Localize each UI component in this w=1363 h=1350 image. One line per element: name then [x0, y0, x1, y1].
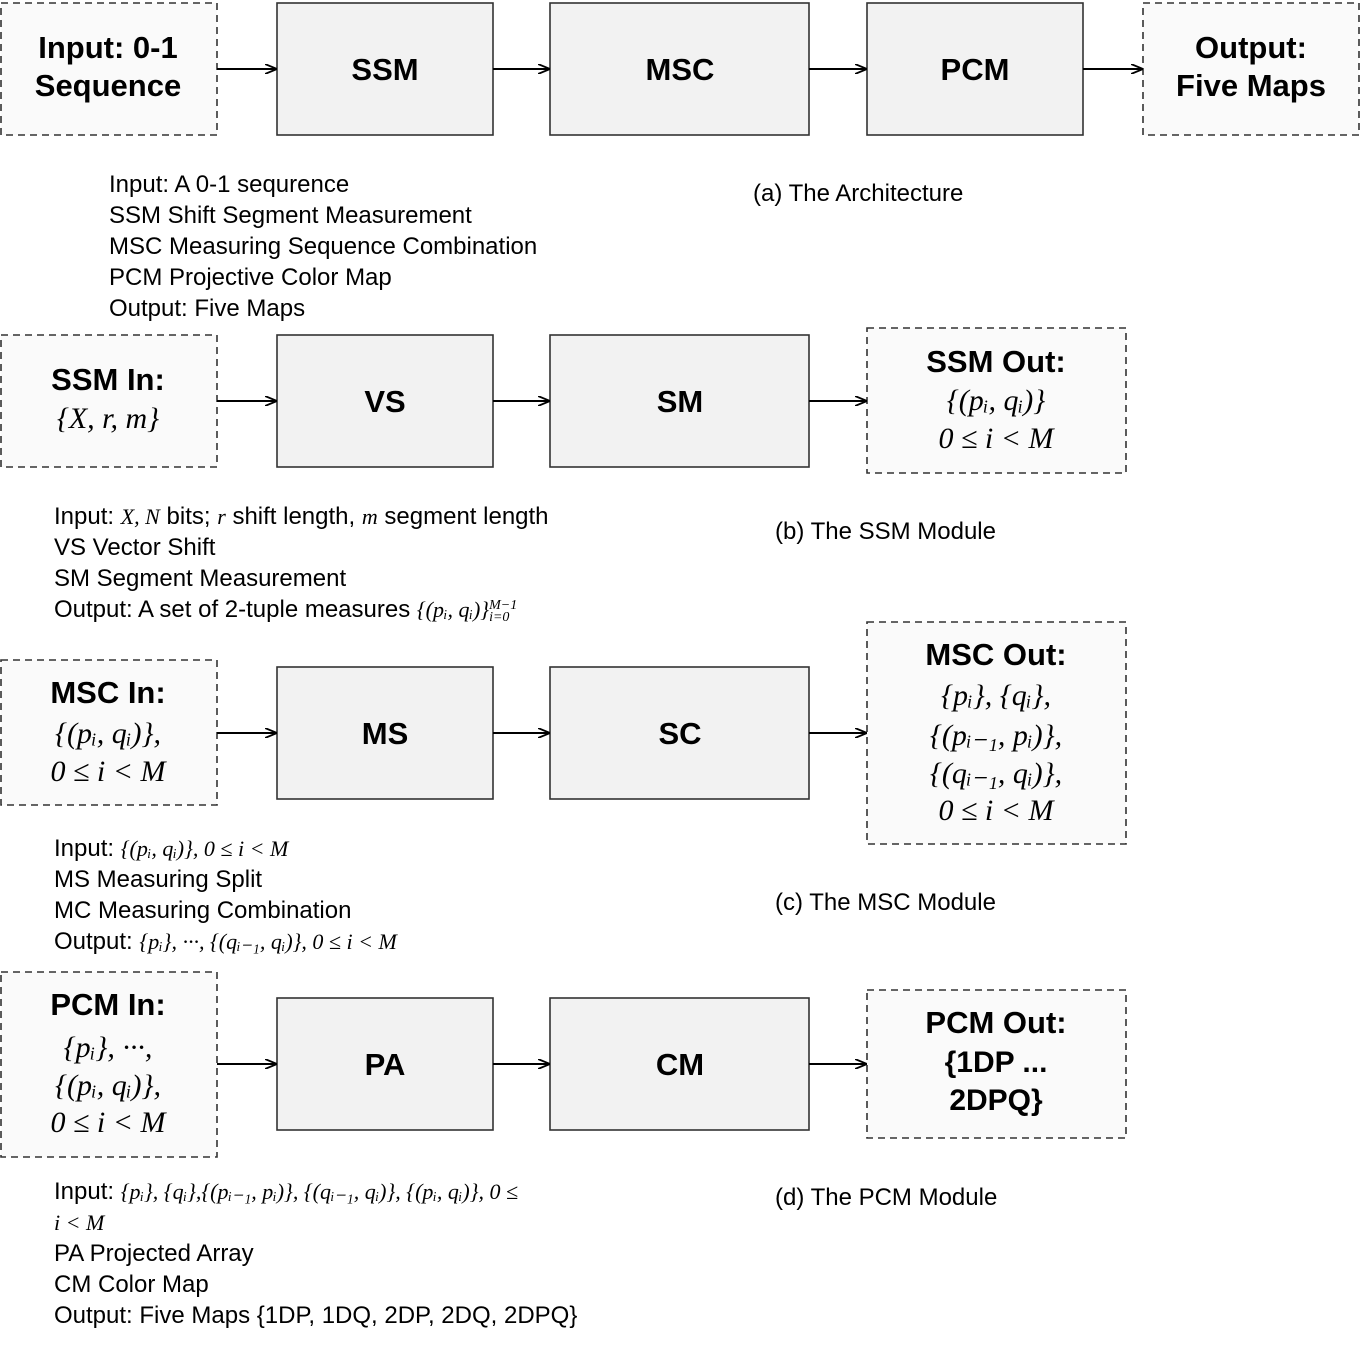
- ssm-in-title: SSM In:: [51, 362, 165, 397]
- pa-block-label: PA: [365, 1047, 406, 1082]
- ssm-legend-input-seg: segment length: [384, 503, 549, 530]
- ssm-out-title: SSM Out:: [926, 344, 1066, 379]
- pcm-legend-input-prefix: Input:: [54, 1178, 115, 1205]
- caption-msc: (c) The MSC Module: [775, 889, 996, 916]
- pcm-in-box: [0, 971, 218, 1158]
- msc-out-box: [866, 621, 1127, 845]
- pcm-legend: Input: {pᵢ}, {qᵢ},{(pᵢ₋₁, pᵢ)}, {(qᵢ₋₁, …: [54, 1176, 577, 1331]
- msc-out-line3: {(qᵢ₋₁, qᵢ)},: [930, 757, 1062, 790]
- msc-in-line1: {(pᵢ, qᵢ)},: [55, 717, 161, 750]
- arch-legend-pcm: PCM Projective Color Map: [109, 264, 392, 291]
- msc-legend-output-math: {pᵢ}, ···, {(qᵢ₋₁, qᵢ)}, 0 ≤ i < M: [139, 929, 397, 954]
- msc-legend-output-prefix: Output:: [54, 928, 133, 955]
- sm-block-label: SM: [657, 384, 704, 419]
- arch-legend-ssm: SSM Shift Segment Measurement: [109, 202, 472, 229]
- pcm-block-label: PCM: [941, 52, 1010, 87]
- ms-block-label: MS: [362, 716, 409, 751]
- msc-in-box: [0, 659, 218, 806]
- pcm-legend-input-math: {pᵢ}, {qᵢ},{(pᵢ₋₁, pᵢ)}, {(qᵢ₋₁, qᵢ)}, {…: [120, 1179, 519, 1204]
- pcm-legend-output: Output: Five Maps {1DP, 1DQ, 2DP, 2DQ, 2…: [54, 1302, 578, 1329]
- pcm-block: [866, 2, 1084, 136]
- arch-output-line1: Output:: [1195, 30, 1307, 65]
- msc-out-title: MSC Out:: [925, 637, 1066, 672]
- msc-legend-input: Input: {(pᵢ, qᵢ)}, 0 ≤ i < M: [54, 833, 397, 864]
- msc-block: [549, 2, 810, 136]
- ssm-legend-input-shift: shift length,: [232, 503, 356, 530]
- pcm-out-line2: 2DPQ}: [949, 1084, 1043, 1117]
- pcm-legend-input-cont: i < M: [54, 1207, 577, 1238]
- msc-block-label: MSC: [646, 52, 715, 87]
- pcm-in-line3: 0 ≤ i < M: [50, 1106, 167, 1139]
- arch-legend-msc: MSC Measuring Sequence Combination: [109, 233, 538, 260]
- pcm-out-box: [866, 989, 1127, 1139]
- arch-input-line2: Sequence: [35, 68, 181, 103]
- ssm-legend-output: Output: A set of 2-tuple measures {(pᵢ, …: [54, 594, 549, 625]
- ssm-legend-output-sup: M−1: [489, 597, 518, 613]
- pcm-out-title: PCM Out:: [925, 1005, 1066, 1040]
- ssm-legend-input-m: m: [361, 504, 378, 529]
- msc-in-line2: 0 ≤ i < M: [50, 755, 167, 788]
- pcm-legend-cm: CM Color Map: [54, 1271, 209, 1298]
- caption-pcm: (d) The PCM Module: [775, 1184, 998, 1211]
- ssm-legend-output-set: {(pᵢ, qᵢ)}: [416, 597, 490, 622]
- caption-architecture: (a) The Architecture: [753, 180, 964, 207]
- ssm-legend-input-prefix: Input:: [54, 503, 115, 530]
- ssm-in-box: [0, 334, 218, 468]
- msc-legend-output: Output: {pᵢ}, ···, {(qᵢ₋₁, qᵢ)}, 0 ≤ i <…: [54, 926, 397, 957]
- msc-legend-mc: MC Measuring Combination: [54, 897, 352, 924]
- msc-legend-input-math: {(pᵢ, qᵢ)}, 0 ≤ i < M: [120, 836, 289, 861]
- sc-block: [549, 666, 810, 800]
- ssm-legend: Input: X, N bits; r shift length, m segm…: [54, 501, 549, 625]
- msc-out-line1: {pᵢ}, {qᵢ},: [941, 679, 1051, 712]
- pcm-legend-input: Input: {pᵢ}, {qᵢ},{(pᵢ₋₁, pᵢ)}, {(qᵢ₋₁, …: [54, 1176, 577, 1207]
- pcm-out-line1: {1DP ...: [945, 1046, 1048, 1079]
- pcm-legend-input-math2: i < M: [54, 1210, 105, 1235]
- arch-output-line2: Five Maps: [1176, 68, 1326, 103]
- cm-block-label: CM: [656, 1047, 704, 1082]
- ssm-legend-sm: SM Segment Measurement: [54, 565, 347, 592]
- arch-legend-output: Output: Five Maps: [109, 295, 306, 322]
- ms-block: [276, 666, 494, 800]
- ssm-out-box: [866, 327, 1127, 474]
- msc-out-line4: 0 ≤ i < M: [938, 794, 1055, 827]
- pcm-in-line2: {(pᵢ, qᵢ)},: [55, 1069, 161, 1102]
- ssm-block-label: SSM: [351, 52, 418, 87]
- pa-block: [276, 997, 494, 1131]
- arch-legend-input: Input: A 0-1 sequrence: [109, 171, 350, 198]
- ssm-in-math: {X, r, m}: [57, 402, 159, 435]
- msc-out-line2: {(pᵢ₋₁, pᵢ)},: [930, 719, 1062, 752]
- pcm-in-title: PCM In:: [50, 987, 165, 1022]
- pcm-in-line1: {pᵢ}, ···,: [64, 1031, 153, 1064]
- ssm-legend-input-r: r: [217, 504, 226, 529]
- sc-block-label: SC: [658, 716, 701, 751]
- arch-output-box: [1142, 2, 1360, 136]
- ssm-legend-input-bits: bits;: [166, 503, 211, 530]
- ssm-legend-vs: VS Vector Shift: [54, 534, 216, 561]
- ssm-legend-input-x: X, N: [120, 504, 160, 529]
- ssm-legend-input: Input: X, N bits; r shift length, m segm…: [54, 501, 549, 532]
- msc-legend: Input: {(pᵢ, qᵢ)}, 0 ≤ i < M MS Measurin…: [54, 833, 397, 957]
- arch-input-line1: Input: 0-1: [38, 30, 178, 65]
- ssm-out-line2: 0 ≤ i < M: [938, 422, 1055, 455]
- vs-block: [276, 334, 494, 468]
- caption-ssm: (b) The SSM Module: [775, 518, 996, 545]
- msc-legend-input-prefix: Input:: [54, 835, 115, 862]
- sm-block: [549, 334, 810, 468]
- msc-in-title: MSC In:: [50, 675, 165, 710]
- ssm-out-line1: {(pᵢ, qᵢ)}: [947, 384, 1045, 417]
- arch-legend: Input: A 0-1 sequrence SSM Shift Segment…: [109, 169, 537, 324]
- ssm-legend-output-prefix: Output: A set of 2-tuple measures: [54, 596, 411, 623]
- ssm-legend-output-sub: i=0: [489, 609, 510, 625]
- vs-block-label: VS: [364, 384, 405, 419]
- pcm-legend-pa: PA Projected Array: [54, 1240, 254, 1267]
- msc-legend-ms: MS Measuring Split: [54, 866, 263, 893]
- arch-input-box: [0, 2, 218, 136]
